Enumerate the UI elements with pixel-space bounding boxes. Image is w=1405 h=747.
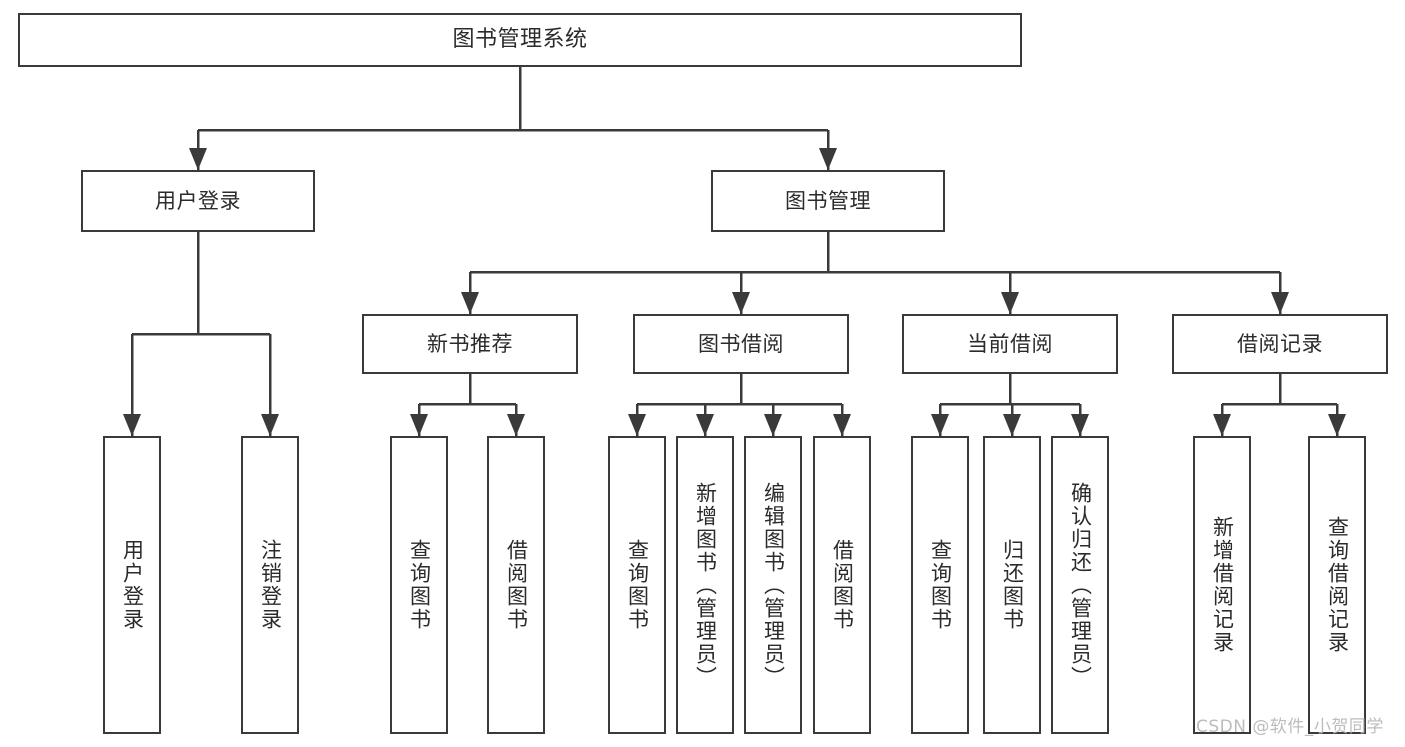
node-label-current: 当前借阅 (967, 331, 1053, 356)
arrow-icon-n_query (410, 414, 428, 436)
node-label-c_query: 查询图书 (928, 539, 953, 631)
node-label-c_confirm: 确认归还（管理员） (1068, 481, 1093, 689)
node-n_query[interactable]: 查询图书 (390, 436, 448, 734)
node-label-borrow: 图书借阅 (698, 331, 784, 356)
node-label-r_query: 查询借阅记录 (1325, 516, 1350, 654)
node-label-root: 图书管理系统 (452, 27, 588, 53)
node-label-l_logout: 注销登录 (258, 539, 283, 631)
node-n_borrow[interactable]: 借阅图书 (487, 436, 545, 734)
arrow-icon-l_logout (261, 414, 279, 436)
node-label-b_query: 查询图书 (625, 539, 650, 631)
node-label-b_add: 新增图书（管理员） (693, 481, 718, 689)
node-c_return[interactable]: 归还图书 (983, 436, 1041, 734)
arrow-icon-b_query (628, 414, 646, 436)
arrow-icon-borrow (732, 292, 750, 314)
node-label-b_lend: 借阅图书 (830, 539, 855, 631)
node-borrow[interactable]: 图书借阅 (633, 314, 849, 374)
arrow-icon-c_confirm (1071, 414, 1089, 436)
arrow-icon-current (1001, 292, 1019, 314)
node-label-b_edit: 编辑图书（管理员） (761, 481, 786, 689)
node-label-bookmgmt: 图书管理 (785, 188, 871, 213)
node-r_query[interactable]: 查询借阅记录 (1308, 436, 1366, 734)
node-l_logout[interactable]: 注销登录 (241, 436, 299, 734)
node-label-newbook: 新书推荐 (427, 331, 513, 356)
node-b_lend[interactable]: 借阅图书 (813, 436, 871, 734)
arrow-icon-l_login (123, 414, 141, 436)
arrow-icon-r_query (1328, 414, 1346, 436)
node-label-n_query: 查询图书 (407, 539, 432, 631)
arrow-icon-b_lend (833, 414, 851, 436)
arrow-icon-n_borrow (507, 414, 525, 436)
node-label-records: 借阅记录 (1237, 331, 1323, 356)
node-r_add[interactable]: 新增借阅记录 (1193, 436, 1251, 734)
node-label-l_login: 用户登录 (120, 539, 145, 631)
arrow-icon-c_query (931, 414, 949, 436)
arrow-icon-newbook (461, 292, 479, 314)
node-label-r_add: 新增借阅记录 (1210, 516, 1235, 654)
node-records[interactable]: 借阅记录 (1172, 314, 1388, 374)
node-bookmgmt[interactable]: 图书管理 (711, 170, 945, 232)
node-c_query[interactable]: 查询图书 (911, 436, 969, 734)
node-b_edit[interactable]: 编辑图书（管理员） (744, 436, 802, 734)
node-c_confirm[interactable]: 确认归还（管理员） (1051, 436, 1109, 734)
node-label-c_return: 归还图书 (1000, 539, 1025, 631)
node-current[interactable]: 当前借阅 (902, 314, 1118, 374)
node-b_add[interactable]: 新增图书（管理员） (676, 436, 734, 734)
node-login[interactable]: 用户登录 (81, 170, 315, 232)
arrow-icon-records (1271, 292, 1289, 314)
node-label-n_borrow: 借阅图书 (504, 539, 529, 631)
arrow-icon-login (189, 148, 207, 170)
node-root[interactable]: 图书管理系统 (18, 13, 1022, 67)
arrow-icon-bookmgmt (819, 148, 837, 170)
arrow-icon-b_edit (764, 414, 782, 436)
node-newbook[interactable]: 新书推荐 (362, 314, 578, 374)
csdn-watermark: CSDN @软件_小贺同学 (1196, 717, 1384, 737)
node-b_query[interactable]: 查询图书 (608, 436, 666, 734)
node-l_login[interactable]: 用户登录 (103, 436, 161, 734)
arrow-icon-r_add (1213, 414, 1231, 436)
arrow-icon-c_return (1003, 414, 1021, 436)
node-label-login: 用户登录 (155, 188, 241, 213)
arrow-icon-b_add (696, 414, 714, 436)
